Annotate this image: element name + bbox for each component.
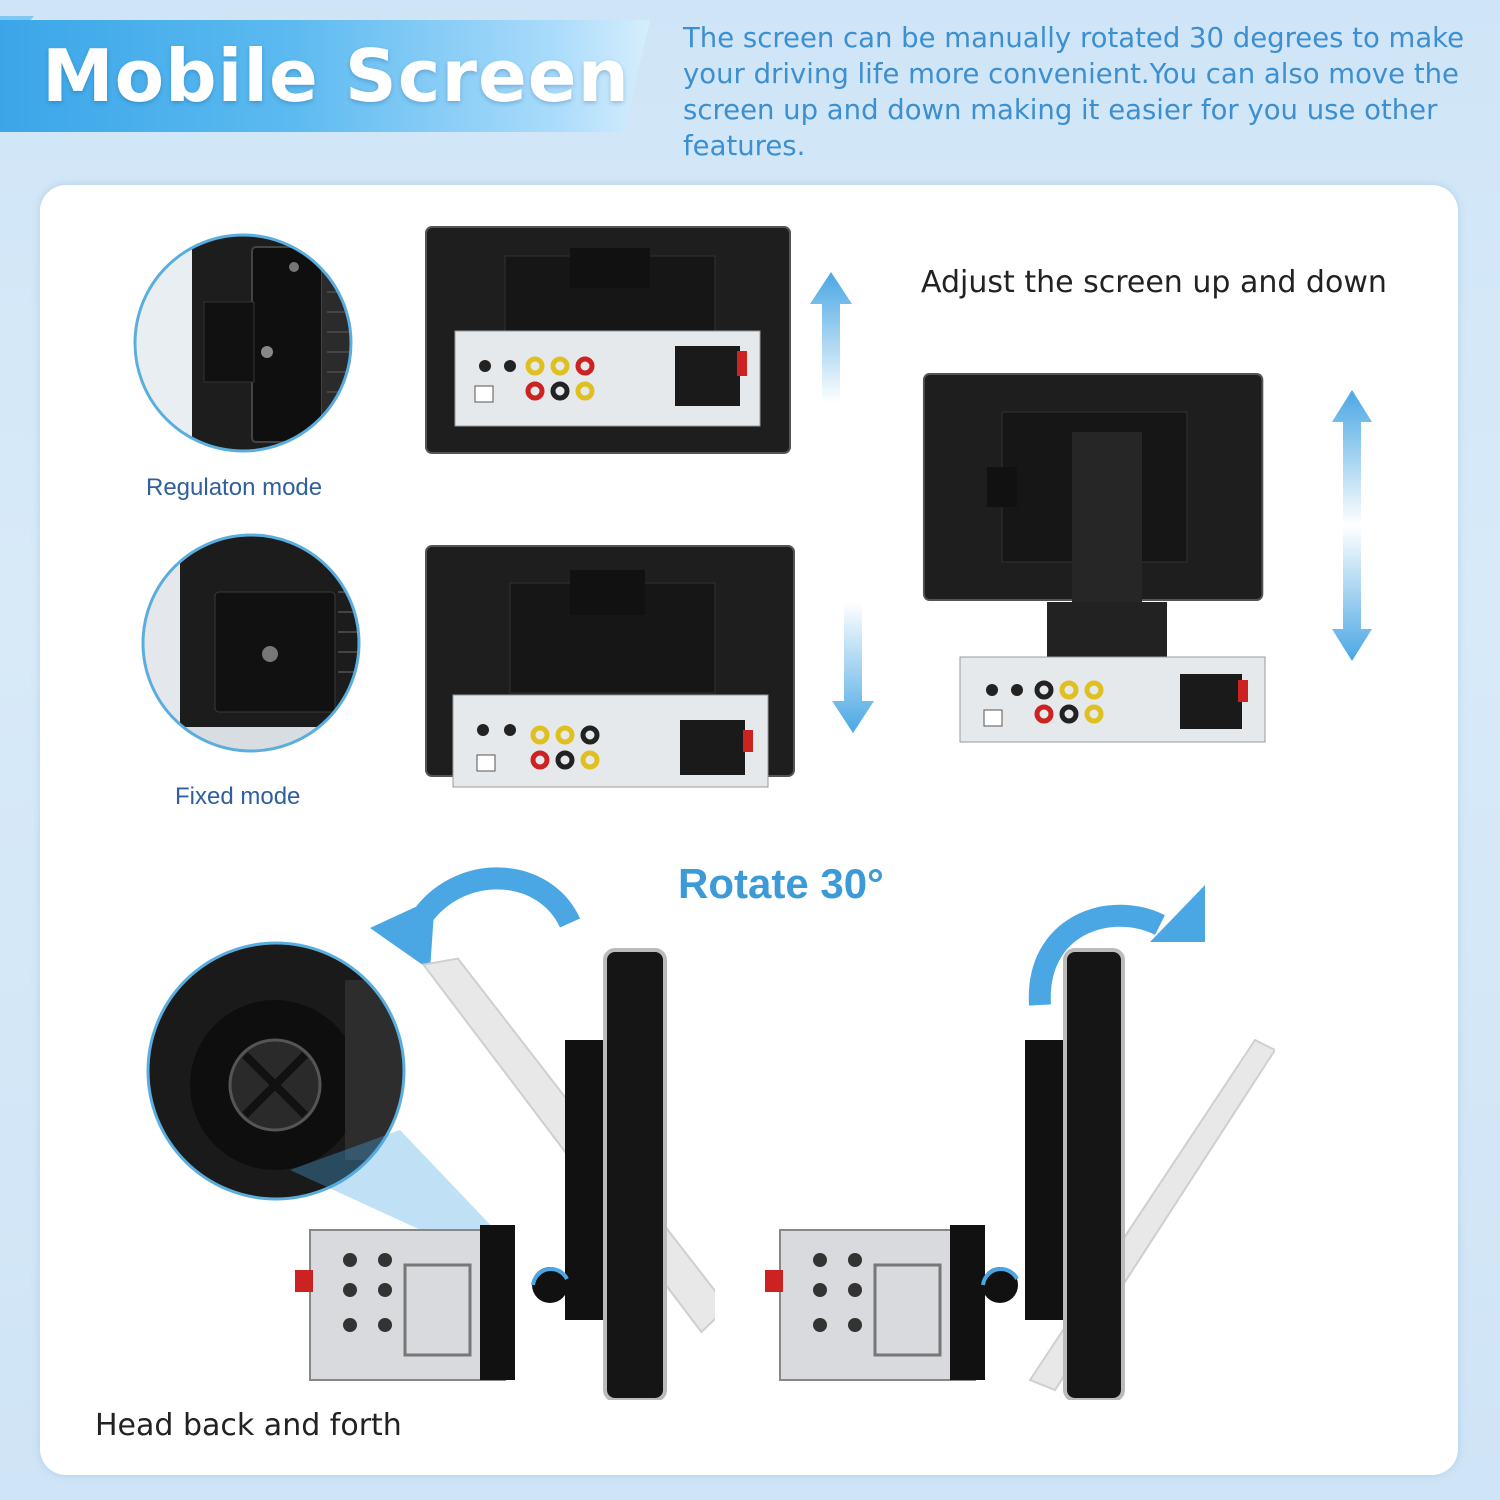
intro-description: The screen can be manually rotated 30 de… [683, 22, 1465, 162]
rotate-left-arrow-icon [370, 867, 581, 970]
regulation-mode-label: Regulaton mode [146, 474, 323, 501]
fixed-mode-closeup [141, 533, 361, 753]
rotate-right-arrow-icon [1028, 885, 1205, 1006]
rotation-knob-closeup [146, 941, 406, 1201]
regulation-mode-closeup [133, 233, 353, 453]
side-view-rotated-back [295, 948, 715, 1400]
zoom-beam [290, 1130, 500, 1255]
side-view-rotated-forward [765, 948, 1275, 1400]
screen-extended-view [922, 373, 1266, 743]
down-arrow-icon [832, 602, 874, 733]
title-banner [0, 20, 650, 132]
up-down-arrow-icon [1332, 390, 1372, 661]
screen-back-lowered [425, 545, 795, 788]
screen-back-raised [425, 226, 791, 454]
page-title: Mobile Screen [42, 34, 630, 118]
fixed-mode-label: Fixed mode [175, 783, 301, 810]
rotate-title: Rotate 30° [678, 860, 884, 907]
adjust-label: Adjust the screen up and down [921, 265, 1387, 300]
up-arrow-icon [810, 272, 852, 403]
rotate-caption: Head back and forth [95, 1408, 402, 1443]
